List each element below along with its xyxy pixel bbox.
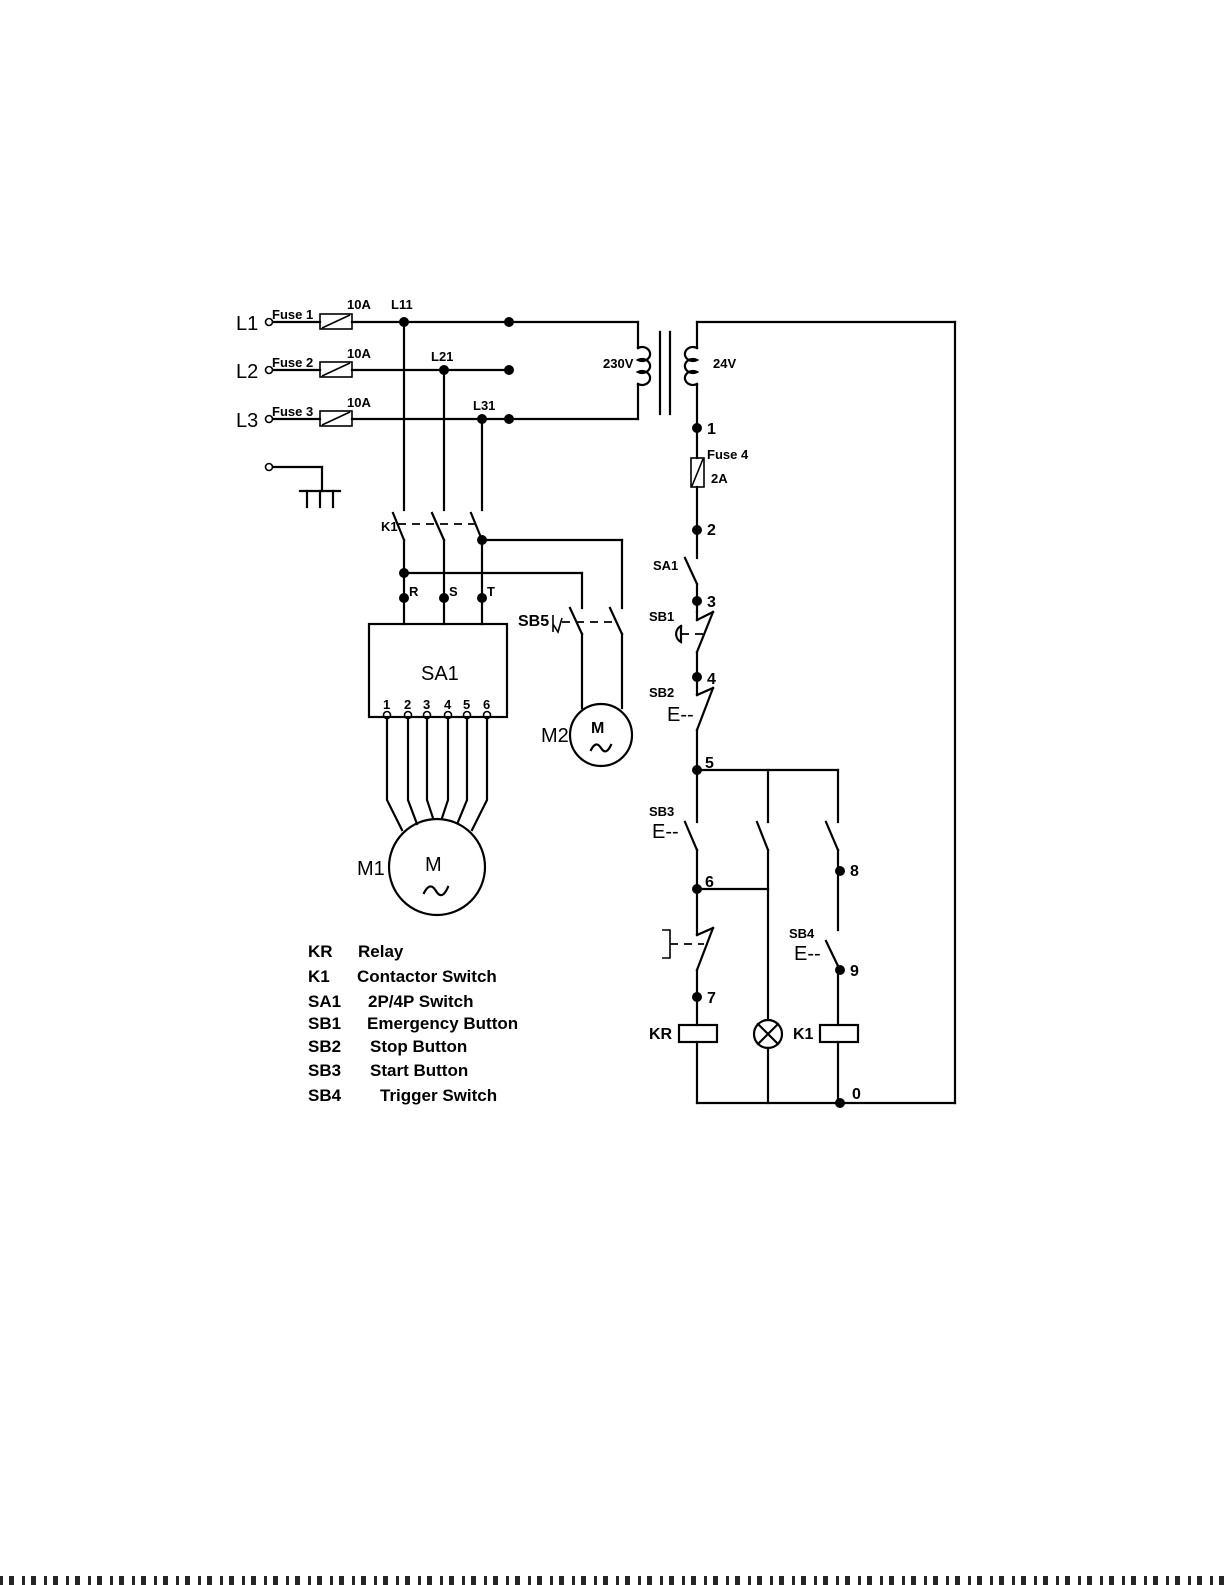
node-3-label: 3: [707, 594, 716, 611]
node-1-label: 1: [707, 421, 716, 438]
fuse-2-rating: 10A: [347, 346, 371, 361]
phase-l3-label: L3: [236, 410, 258, 432]
terminal-t-label: T: [487, 584, 495, 599]
node-4-label: 4: [707, 671, 716, 688]
fuse-2-label: Fuse 2: [272, 355, 313, 370]
mushroom-button-icon: [676, 626, 681, 642]
legend-desc: Trigger Switch: [380, 1086, 497, 1105]
branch-l11-label: L11: [391, 297, 413, 312]
sb3-actuator: E--: [652, 821, 679, 843]
legend-desc: Start Button: [370, 1061, 468, 1080]
contactor-k1-coil-label: K1: [793, 1026, 814, 1043]
switch-sa1-box-label: SA1: [421, 663, 459, 685]
sb2-actuator: E--: [667, 704, 694, 726]
node-9-label: 9: [850, 963, 859, 980]
ac-wave-icon: [591, 744, 611, 751]
svg-text:3: 3: [423, 697, 430, 712]
legend-desc: Contactor Switch: [357, 967, 497, 986]
legend-desc: Stop Button: [370, 1037, 467, 1056]
motor-m2: M: [570, 704, 632, 766]
contactor-k1-contacts: [393, 513, 482, 540]
transformer-secondary-label: 24V: [713, 356, 736, 371]
start-button-sb3: [685, 822, 697, 850]
fuse-1-rating: 10A: [347, 297, 371, 312]
node-0-label: 0: [852, 1086, 861, 1103]
terminal-s-label: S: [449, 584, 458, 599]
legend: KR Relay K1 Contactor Switch SA1 2P/4P S…: [308, 942, 518, 1105]
switch-sa1-label: SA1: [653, 558, 678, 573]
k1-holding-contact: [757, 822, 768, 850]
switch-sb5: [553, 608, 622, 634]
sb1-label: SB1: [649, 609, 674, 624]
relay-kr-coil: [679, 1025, 717, 1042]
control-section: 1 Fuse 4 2A 2 SA1 3 SB1 4 S: [649, 322, 955, 1108]
trigger-switch-sb4: [826, 941, 838, 966]
branch-l21-label: L21: [431, 349, 453, 364]
svg-text:5: 5: [463, 697, 470, 712]
fuse-4-rating: 2A: [711, 471, 728, 486]
contactor-k1-coil: [820, 1025, 858, 1042]
motor-m1: M: [389, 819, 485, 915]
transformer: 230V 24V: [603, 322, 736, 428]
stop-button-sb2: [697, 688, 713, 730]
contactor-k1-label: K1: [381, 519, 398, 534]
node-2-label: 2: [707, 522, 716, 539]
branch-l31-label: L31: [473, 398, 495, 413]
legend-code: SB4: [308, 1086, 342, 1105]
fuse-1-label: Fuse 1: [272, 307, 313, 322]
legend-code: SA1: [308, 992, 341, 1011]
fuse-4-label: Fuse 4: [707, 447, 749, 462]
transformer-primary-label: 230V: [603, 356, 634, 371]
fuse-3-label: Fuse 3: [272, 404, 313, 419]
phase-l1-label: L1: [236, 313, 258, 335]
switch-sb5-label: SB5: [518, 613, 549, 630]
legend-desc: Emergency Button: [367, 1014, 518, 1033]
relay-kr-label: KR: [649, 1026, 673, 1043]
relay-kr-contact: [662, 928, 713, 970]
motor-m2-symbol: M: [591, 720, 604, 737]
phase-l2-label: L2: [236, 361, 258, 383]
motor-m1-label: M1: [357, 858, 385, 880]
motor-m2-label: M2: [541, 725, 569, 747]
sb2-label: SB2: [649, 685, 674, 700]
switch-sa1-contact: [685, 558, 697, 584]
legend-code: SB1: [308, 1014, 341, 1033]
terminal-r-label: R: [409, 584, 419, 599]
sb4-label: SB4: [789, 926, 815, 941]
sb3-label: SB3: [649, 804, 674, 819]
motor-m1-symbol: M: [425, 854, 442, 876]
svg-text:6: 6: [483, 697, 490, 712]
scan-artifact-strip: [0, 1576, 1225, 1585]
ground-icon: [266, 464, 341, 508]
node-8-label: 8: [850, 863, 859, 880]
svg-text:4: 4: [444, 697, 452, 712]
ac-wave-icon: [424, 886, 448, 895]
legend-desc: 2P/4P Switch: [368, 992, 474, 1011]
legend-code: K1: [308, 967, 330, 986]
legend-code: KR: [308, 942, 333, 961]
legend-desc: Relay: [358, 942, 404, 961]
fuse-3-rating: 10A: [347, 395, 371, 410]
lamp-icon: [754, 1020, 782, 1048]
switch-sa1-terminals: 1 2 3 4 5 6: [383, 697, 491, 719]
svg-text:1: 1: [383, 697, 390, 712]
supply-section: L1 Fuse 1 10A L11 L2 Fuse 2 10A L21 L3 F…: [236, 297, 638, 507]
legend-code: SB2: [308, 1037, 341, 1056]
node-7-label: 7: [707, 990, 716, 1007]
legend-code: SB3: [308, 1061, 341, 1080]
emergency-button-sb1: [676, 612, 713, 652]
svg-text:2: 2: [404, 697, 411, 712]
sb4-actuator: E--: [794, 943, 821, 965]
